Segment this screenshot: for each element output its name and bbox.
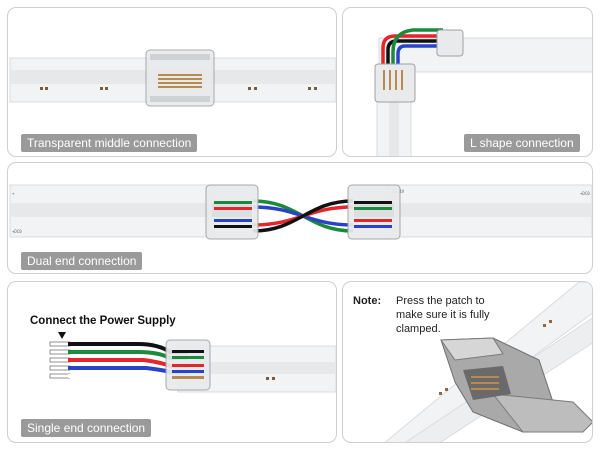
strip-chips [439,320,552,395]
power-supply-title: Connect the Power Supply [30,315,176,327]
dual-end-illustration: + +DC0 +DC0 DC24V [9,184,592,240]
dual-right-connector [347,184,401,240]
clamp-tool [440,337,592,433]
dual-twisted-wires [252,199,354,233]
transparent-middle-illustration [9,49,336,107]
l-shape-wires [381,28,443,68]
arrow-down-icon [58,332,66,339]
panel-single-end: Connect the Power Supply [7,281,337,443]
note-label: Note: [353,295,382,307]
l-top-connector [436,29,464,57]
note-block: Note: Press the patch to make sure it is… [353,294,498,336]
note-text: Press the patch to make sure it is fully… [396,295,490,335]
clamp-illustration [384,282,592,442]
caption-dual-end: Dual end connection [21,252,143,270]
horizontal-strip [378,37,592,73]
caption-transparent-middle: Transparent middle connection [21,134,198,152]
left-bottom-mark: +DC0 [12,229,22,234]
power-pins [49,341,71,379]
panel-transparent-middle: Transparent middle connection [7,7,337,157]
caption-l-shape: L shape connection [464,134,580,152]
strip-chip-dots [40,87,317,90]
panel-note-clamp: Note: Press the patch to make sure it is… [342,281,593,443]
single-end-illustration [49,332,336,393]
panel-l-shape: L shape connection [342,7,593,157]
right-top-mark: +DC0 [580,191,590,196]
single-connector [165,339,211,391]
panel-dual-end: + +DC0 +DC0 DC24V Dual end connection [7,162,593,274]
caption-single-end: Single end connection [21,419,152,437]
dual-left-connector [205,184,259,240]
left-top-mark: + [12,191,15,196]
l-shape-illustration [374,28,592,156]
middle-connector [145,49,215,107]
